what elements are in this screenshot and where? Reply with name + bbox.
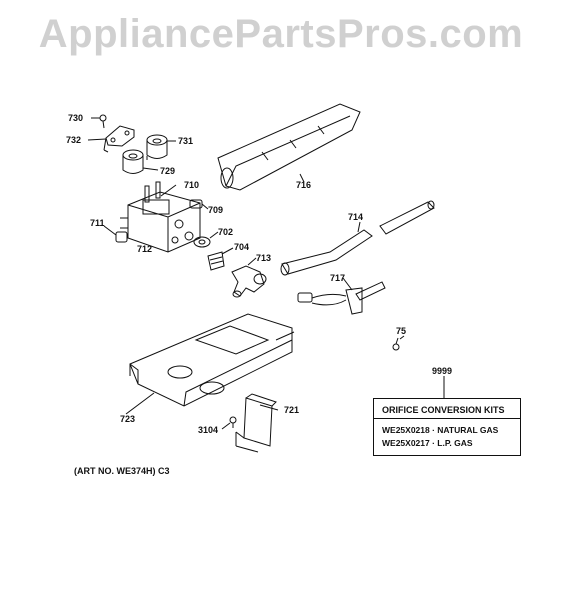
part-label-714: 714 bbox=[348, 212, 364, 222]
burner-716-drawing bbox=[218, 104, 360, 190]
part-label-717: 717 bbox=[330, 273, 346, 283]
elbow-713-drawing bbox=[232, 258, 266, 297]
igniter-717-drawing bbox=[298, 278, 385, 314]
part-label-9999: 9999 bbox=[432, 366, 453, 376]
part-label-702: 702 bbox=[218, 227, 234, 237]
orifice-kit-box: ORIFICE CONVERSION KITS WE25X0218 · NATU… bbox=[373, 398, 521, 456]
part-label-711: 711 bbox=[90, 218, 105, 228]
art-number-note: (ART NO. WE374H) C3 bbox=[74, 466, 170, 476]
watermark-logo: AppliancePartsPros.com bbox=[38, 12, 524, 56]
heat-shield-721-drawing bbox=[236, 394, 278, 452]
part-label-731: 731 bbox=[178, 136, 194, 146]
part-label-730: 730 bbox=[68, 113, 84, 123]
pipe-714-drawing bbox=[281, 201, 434, 275]
part-label-704: 704 bbox=[234, 242, 250, 252]
screw-730-drawing bbox=[91, 115, 106, 128]
part-label-710: 710 bbox=[184, 180, 200, 190]
bracket-732-drawing bbox=[88, 126, 134, 152]
part-label-709: 709 bbox=[208, 205, 224, 215]
kit-lp-gas: WE25X0217 · L.P. GAS bbox=[382, 438, 473, 448]
gas-valve-712-drawing bbox=[120, 182, 200, 252]
nut-702-drawing bbox=[194, 232, 218, 247]
part-label-3104: 3104 bbox=[198, 425, 219, 435]
coil-729-drawing bbox=[123, 150, 158, 174]
part-label-723: 723 bbox=[120, 414, 136, 424]
fitting-711-drawing bbox=[104, 226, 127, 242]
part-label-732: 732 bbox=[66, 135, 82, 145]
screw-75-drawing bbox=[393, 336, 404, 350]
part-label-713: 713 bbox=[256, 253, 272, 263]
part-label-712: 712 bbox=[137, 244, 153, 254]
kit-natural-gas: WE25X0218 · NATURAL GAS bbox=[382, 425, 499, 435]
orifice-704-drawing bbox=[208, 248, 233, 270]
kit-title: ORIFICE CONVERSION KITS bbox=[382, 405, 505, 415]
kit-divider bbox=[374, 418, 520, 419]
part-label-716: 716 bbox=[296, 180, 312, 190]
part-label-721: 721 bbox=[284, 405, 300, 415]
coil-731-drawing bbox=[147, 135, 176, 159]
burner-bracket-723-drawing bbox=[126, 314, 294, 414]
part-label-75: 75 bbox=[396, 326, 407, 336]
part-label-729: 729 bbox=[160, 166, 176, 176]
screw-3104-drawing bbox=[222, 417, 236, 429]
plug-709-drawing bbox=[190, 200, 208, 209]
